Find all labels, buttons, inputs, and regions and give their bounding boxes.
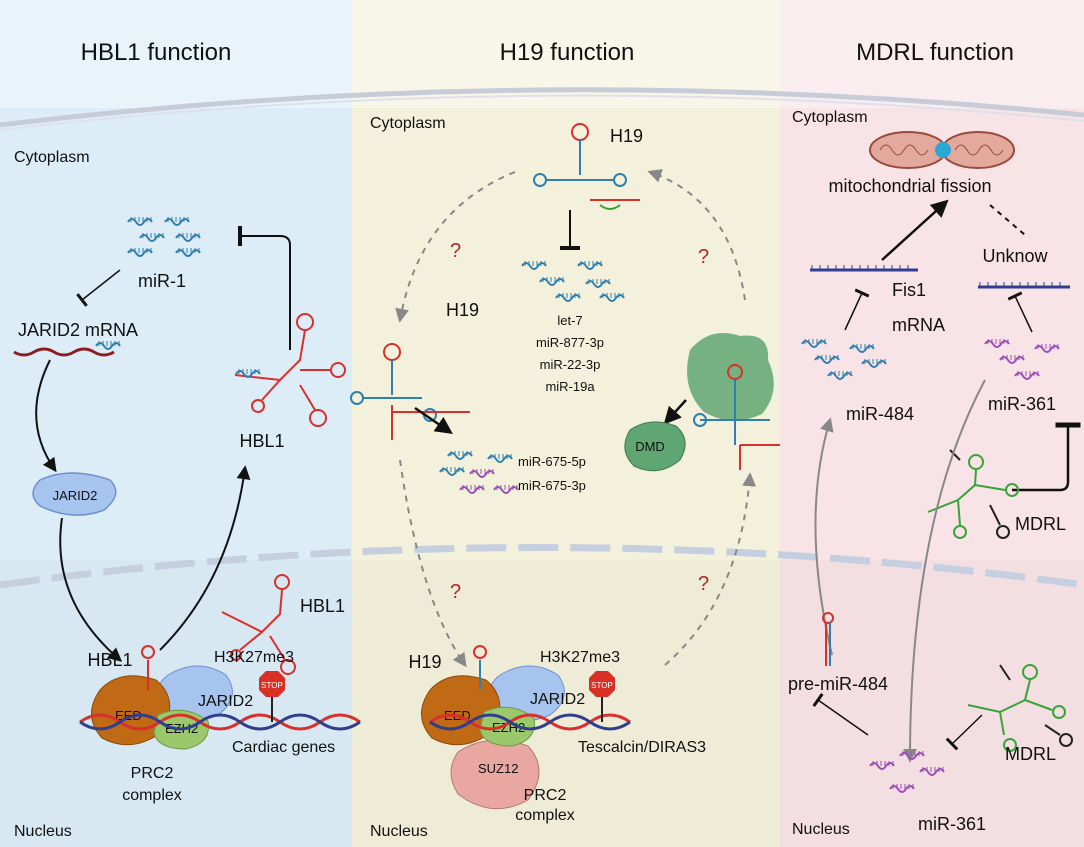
h19-complex-word: complex xyxy=(515,807,575,824)
h19-cycle-arrow-lower-right xyxy=(664,472,757,666)
cell-membrane xyxy=(0,87,1084,128)
dmd-binding-arrow xyxy=(663,399,687,425)
hbl1-cyto-label: HBL1 xyxy=(239,431,284,451)
mdrl-cytoplasm-label: Cytoplasm xyxy=(792,109,868,126)
stop-label-hbl1: STOP xyxy=(261,681,283,690)
recruitment-arrow xyxy=(59,517,123,662)
fis1-to-fission-arrow xyxy=(881,199,949,261)
mitochondrion xyxy=(869,131,1015,169)
mir361-cyto-label: miR-361 xyxy=(988,394,1056,414)
unknown-target-bases xyxy=(979,282,1061,287)
mirna-label-mir877: miR-877-3p xyxy=(536,335,604,350)
h19-top-label: H19 xyxy=(610,126,643,146)
h19-cycle-arrow-left xyxy=(395,171,516,323)
h19-rna-top xyxy=(533,123,640,210)
tescalcin-diras3-label: Tescalcin/DIRAS3 xyxy=(578,739,706,756)
hbl1-rna-cyto xyxy=(234,313,346,427)
mir484-inhibits-fis1 xyxy=(844,288,870,331)
hbl1-cytoplasm-label: Cytoplasm xyxy=(14,149,90,166)
mirna-label-mir19a: miR-19a xyxy=(545,379,595,394)
h19-h3k27me3-label: H3K27me3 xyxy=(540,649,620,666)
question-mark-3: ? xyxy=(450,581,461,603)
hbl1-jarid2-complex-label: JARID2 xyxy=(198,693,253,710)
mir361-inhibits-pre-mir484 xyxy=(812,692,869,736)
question-mark-2: ? xyxy=(698,246,709,268)
h19-prc2-label: PRC2 xyxy=(524,787,567,804)
h19-cytoplasm-label: Cytoplasm xyxy=(370,115,446,132)
dmd-label: DMD xyxy=(635,439,665,454)
question-mark-1: ? xyxy=(450,240,461,262)
mdrl-nucleus-label: Nucleus xyxy=(792,821,850,838)
h19-rna-left xyxy=(350,343,470,440)
hbl1-export-arrow xyxy=(159,465,251,651)
stop-sign-hbl1: STOP xyxy=(259,671,285,722)
jarid2-protein-label: JARID2 xyxy=(53,488,98,503)
mrna-label: mRNA xyxy=(892,315,945,335)
hbl1-prc2-label: PRC2 xyxy=(131,765,174,782)
mir1-inhibition-line xyxy=(76,269,121,307)
mir361-nuclear-import-arrow xyxy=(903,379,986,763)
hbl1-title: HBL1 function xyxy=(81,39,232,66)
fis1-label: Fis1 xyxy=(892,280,926,300)
h19-nuc-label: H19 xyxy=(408,652,441,672)
h19-cycle-arrow-right xyxy=(647,169,746,301)
cardiac-genes-label: Cardiac genes xyxy=(232,739,335,756)
pre-mir484-hairpin xyxy=(822,612,834,666)
mdrl-inhibits-mir361-cyto xyxy=(1012,422,1081,492)
stop-label-h19: STOP xyxy=(591,681,613,690)
unknown-link-dashed xyxy=(989,204,1026,236)
hbl1-nuc-label: HBL1 xyxy=(300,596,345,616)
jarid2-mrna-strand xyxy=(13,347,115,357)
mirna-label-let7: let-7 xyxy=(557,313,582,328)
processing-arrow xyxy=(414,406,453,434)
h19-dmd-complex xyxy=(687,333,780,470)
fis1-mrna-bases xyxy=(811,265,909,270)
pre-mir484-label: pre-miR-484 xyxy=(788,674,888,694)
hbl1-complex-label: HBL1 xyxy=(87,650,132,670)
stop-sign-h19: STOP xyxy=(589,671,615,722)
mir361-nuc-label: miR-361 xyxy=(918,814,986,834)
jarid2-protein xyxy=(32,472,117,516)
mitochondrial-fission-label: mitochondrial fission xyxy=(828,176,991,196)
cell-membrane-inner xyxy=(0,94,1084,131)
h19-jarid2-label: JARID2 xyxy=(530,691,585,708)
mir675-5p-label: miR-675-5p xyxy=(518,454,586,469)
hbl1-complex-word: complex xyxy=(122,787,182,804)
question-mark-4: ? xyxy=(698,573,709,595)
mir-1-label: miR-1 xyxy=(138,271,186,291)
mir675-3p-label: miR-675-3p xyxy=(518,478,586,493)
dmd-protein xyxy=(624,421,686,472)
hbl1-inhibits-mir1 xyxy=(238,226,291,350)
hbl1-nucleus-label: Nucleus xyxy=(14,823,72,840)
hbl1-rna-nuc xyxy=(221,574,296,675)
mdrl-inhibits-mir361-nuc xyxy=(945,714,983,751)
h19-ezh2-label: EZH2 xyxy=(492,720,525,735)
mdrl-cyto-label: MDRL xyxy=(1015,514,1066,534)
h19-title: H19 function xyxy=(500,39,635,66)
mdrl-nuc-label: MDRL xyxy=(1005,744,1056,764)
translation-arrow xyxy=(35,359,57,473)
mir484-label: miR-484 xyxy=(846,404,914,424)
h19-nucleus-label: Nucleus xyxy=(370,823,428,840)
mir361-inhibits-target xyxy=(1007,291,1033,333)
mirna-label-mir22: miR-22-3p xyxy=(540,357,601,372)
mdrl-rna-nuc xyxy=(967,664,1073,752)
nuclear-envelope xyxy=(0,544,1084,589)
unknow-label: Unknow xyxy=(982,246,1048,266)
mdrl-rna-cyto xyxy=(927,449,1019,539)
h19-suz12-label: SUZ12 xyxy=(478,761,518,776)
hbl1-h3k27me3-label: H3K27me3 xyxy=(214,649,294,666)
mdrl-title: MDRL function xyxy=(856,39,1014,66)
dna-h19 xyxy=(429,713,631,731)
h19-left-label: H19 xyxy=(446,300,479,320)
h19-cycle-arrow-lower-left xyxy=(399,459,467,668)
jarid2-mrna-label: JARID2 mRNA xyxy=(18,320,138,340)
dna-hbl1 xyxy=(79,713,361,731)
